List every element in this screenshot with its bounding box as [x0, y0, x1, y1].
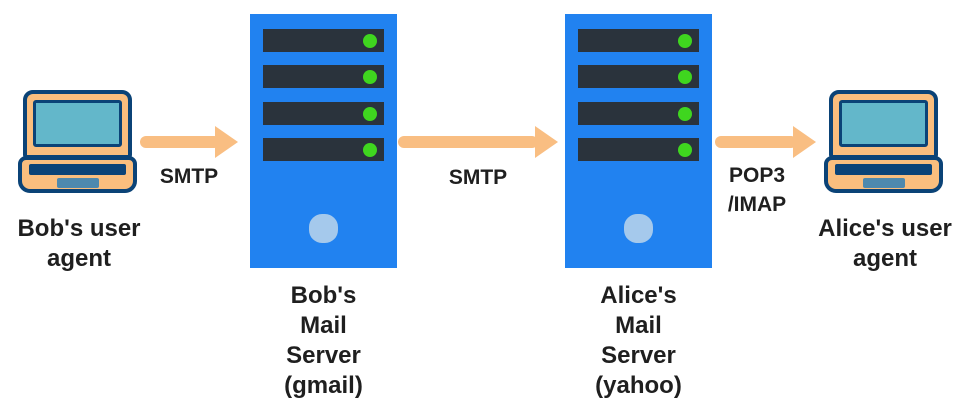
smtp-edge-label: SMTP [398, 163, 558, 192]
label-line: agent [852, 245, 917, 272]
laptop-screen [839, 100, 928, 147]
label-line: Alice's user [818, 215, 952, 242]
arrow-shaft [398, 136, 538, 148]
led-icon [678, 106, 692, 121]
led-icon [363, 69, 377, 84]
laptop-trackpad [56, 178, 99, 188]
label-line: Bob's [290, 282, 357, 309]
laptop-keyboard [835, 164, 932, 175]
label-line: POP3 [728, 164, 786, 187]
laptop-trackpad [862, 178, 905, 188]
smtp-edge-label: SMTP [140, 162, 238, 191]
arrow-head [535, 126, 558, 158]
pop3-imap-edge-label: POP3 /IMAP [707, 161, 807, 219]
server-slot [578, 29, 699, 52]
laptop-icon [824, 90, 943, 193]
led-icon [678, 142, 692, 157]
led-icon [363, 106, 377, 121]
label-line: (yahoo) [595, 372, 682, 399]
label-line: Server [601, 342, 676, 369]
server-slot [263, 29, 384, 52]
bob-agent-label: Bob's user agent [0, 214, 158, 274]
label-line: agent [46, 245, 111, 272]
arrow-head [793, 126, 816, 158]
arrow-right-icon [715, 126, 816, 158]
label-line: Mail [615, 312, 662, 339]
server-slot [263, 102, 384, 125]
server-icon [250, 14, 397, 268]
label-line: Mail [300, 312, 347, 339]
label-line: Server [286, 342, 361, 369]
bob-server-label: Bob's Mail Server (gmail) [244, 281, 403, 401]
server-slot [263, 65, 384, 88]
server-slot [578, 138, 699, 161]
server-slot [578, 65, 699, 88]
power-light-icon [309, 214, 338, 243]
arrow-right-icon [398, 126, 558, 158]
laptop-lid [23, 90, 132, 159]
label-line: (gmail) [284, 372, 363, 399]
led-icon [363, 142, 377, 157]
led-icon [678, 33, 692, 48]
arrow-shaft [715, 136, 797, 148]
alice-agent-label: Alice's user agent [806, 214, 960, 274]
arrow-shaft [140, 136, 220, 148]
laptop-base [824, 156, 943, 193]
arrow-right-icon [140, 126, 238, 158]
arrow-head [215, 126, 238, 158]
led-icon [678, 69, 692, 84]
label-line: SMTP [448, 166, 508, 189]
alice-server-label: Alice's Mail Server (yahoo) [559, 281, 718, 401]
laptop-screen [33, 100, 122, 147]
label-line: SMTP [159, 165, 219, 188]
laptop-base [18, 156, 137, 193]
server-slot [263, 138, 384, 161]
server-icon [565, 14, 712, 268]
laptop-keyboard [29, 164, 126, 175]
label-line: /IMAP [727, 193, 787, 216]
label-line: Bob's user [17, 215, 141, 242]
laptop-icon [18, 90, 137, 193]
server-slot [578, 102, 699, 125]
laptop-lid [829, 90, 938, 159]
led-icon [363, 33, 377, 48]
power-light-icon [624, 214, 653, 243]
label-line: Alice's [600, 282, 677, 309]
